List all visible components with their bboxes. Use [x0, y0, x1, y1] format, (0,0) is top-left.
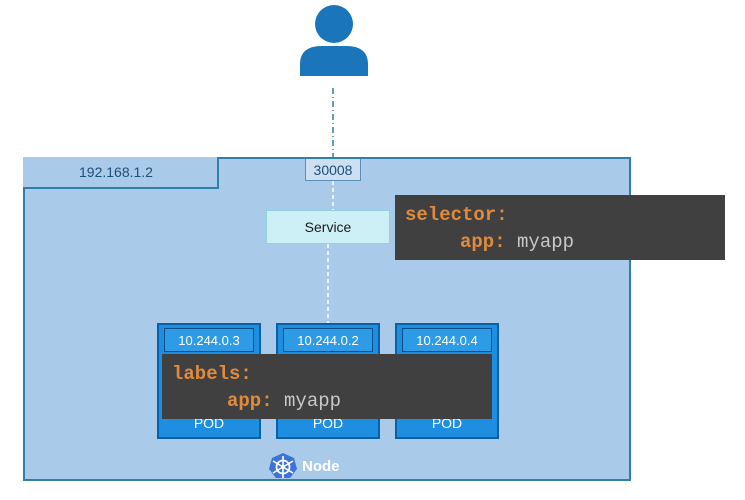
user-icon	[300, 5, 368, 76]
labels-app-value: myapp	[284, 390, 342, 412]
node-label-group: Node	[268, 452, 340, 480]
labels-key: labels:	[172, 363, 252, 385]
port-service-connector	[332, 181, 334, 211]
kubernetes-helm-icon	[269, 453, 297, 478]
selector-code-box: selector: app: myapp	[395, 195, 725, 260]
node-label: Node	[302, 457, 340, 475]
selector-app-value: myapp	[517, 231, 575, 253]
labels-code-box: labels: app: myapp	[162, 354, 492, 419]
selector-app-key: app:	[460, 231, 506, 253]
pod-label: POD	[312, 415, 344, 431]
pod-ip-label: 10.244.0.2	[283, 328, 373, 352]
pod-label: POD	[193, 415, 225, 431]
pod-label: POD	[431, 415, 463, 431]
pod-ip-label: 10.244.0.4	[402, 328, 492, 352]
service-box: Service	[266, 210, 390, 244]
service-pod-connector	[327, 244, 329, 324]
pod-ip-label: 10.244.0.3	[164, 328, 254, 352]
user-connector-line	[332, 88, 334, 158]
node-ip-label: 192.168.1.2	[23, 157, 219, 189]
selector-key: selector:	[405, 204, 508, 226]
node-port-label: 30008	[305, 159, 361, 181]
labels-app-key: app:	[227, 390, 273, 412]
